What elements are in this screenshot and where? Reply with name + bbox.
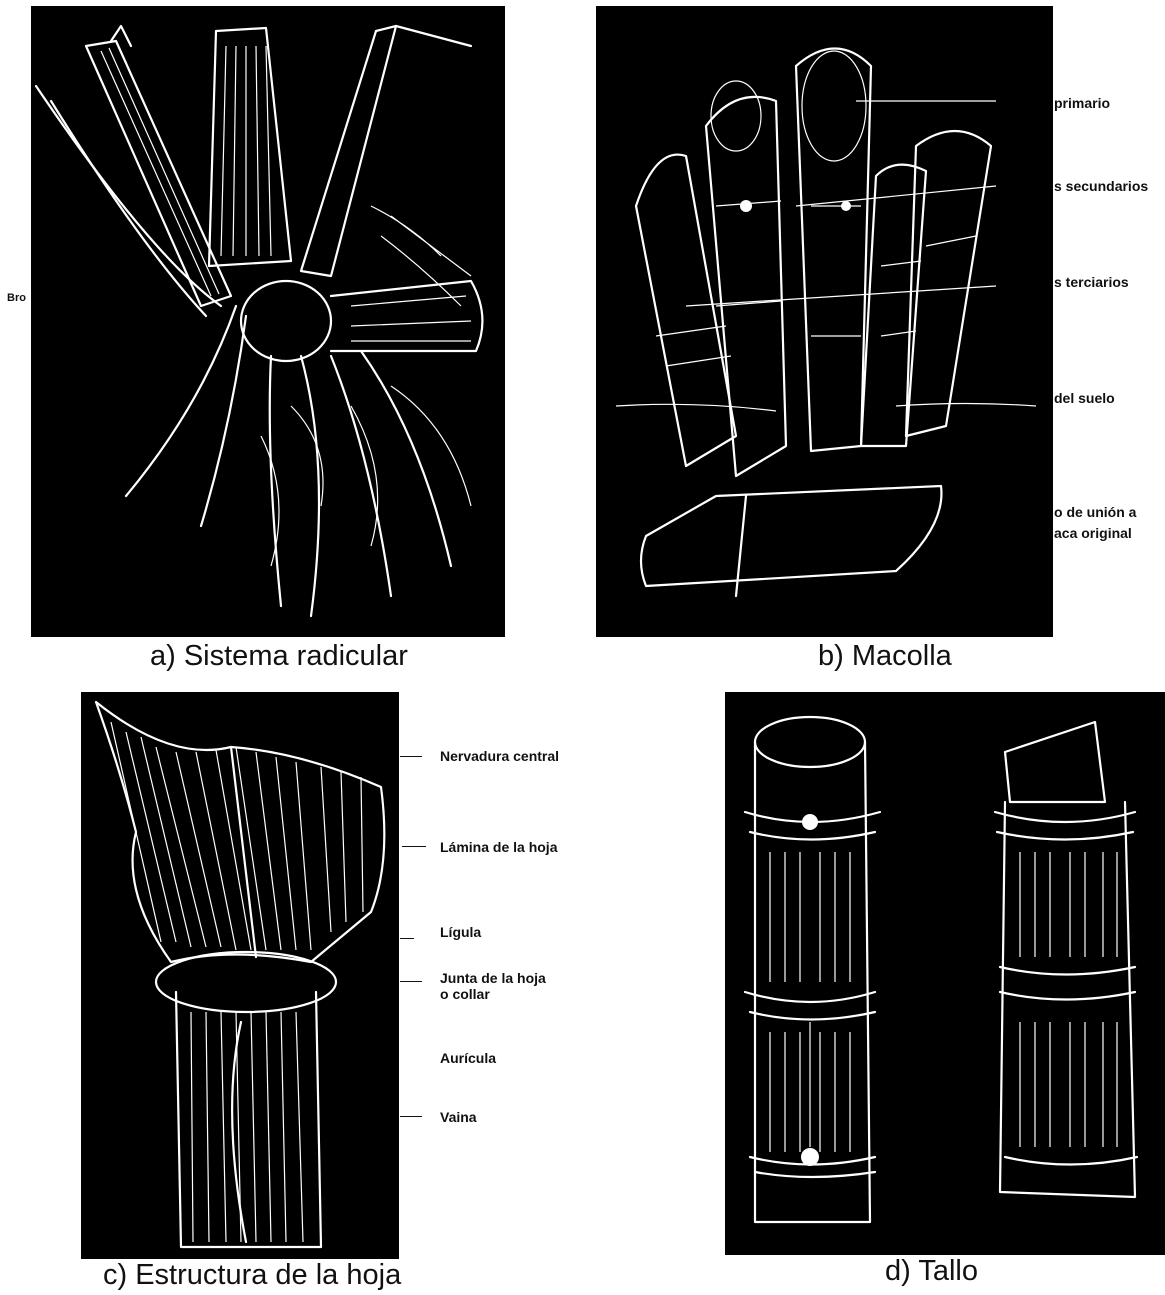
leader-vaina: [400, 1116, 422, 1117]
label-bro: Bro: [7, 290, 26, 306]
leaf-structure-illustration: [81, 692, 399, 1259]
label-auricula: Aurícula: [440, 1050, 496, 1066]
caption-leaf-structure: c) Estructura de la hoja: [103, 1259, 401, 1292]
panel-leaf-structure: [81, 692, 399, 1259]
panel-tiller: [596, 6, 1053, 637]
leader-junta: [400, 981, 422, 982]
panel-root-system: [31, 6, 505, 637]
label-ligula: Lígula: [440, 924, 481, 940]
label-junta: Junta de la hoja: [440, 970, 546, 986]
caption-root-system: a) Sistema radicular: [150, 640, 408, 673]
caption-stalk: d) Tallo: [885, 1255, 978, 1288]
label-collar: o collar: [440, 986, 490, 1002]
label-del-suelo: del suelo: [1054, 390, 1115, 406]
caption-tiller: b) Macolla: [818, 640, 952, 673]
tiller-illustration: [596, 6, 1053, 637]
label-terciarios: s terciarios: [1054, 274, 1129, 290]
label-secundarios: s secundarios: [1054, 178, 1148, 194]
label-vaina: Vaina: [440, 1109, 477, 1125]
root-system-illustration: [31, 6, 505, 637]
panel-stalk: [725, 692, 1165, 1255]
leader-nervadura: [400, 756, 422, 757]
leader-ligula: [400, 938, 414, 939]
label-lamina: Lámina de la hoja: [440, 839, 557, 855]
stalk-illustration: [725, 692, 1165, 1255]
leader-lamina: [402, 846, 426, 847]
label-estaca-original: aca original: [1054, 525, 1132, 541]
label-primario: primario: [1054, 95, 1110, 111]
label-union-a: o de unión a: [1054, 504, 1136, 520]
label-nervadura-central: Nervadura central: [440, 748, 559, 764]
